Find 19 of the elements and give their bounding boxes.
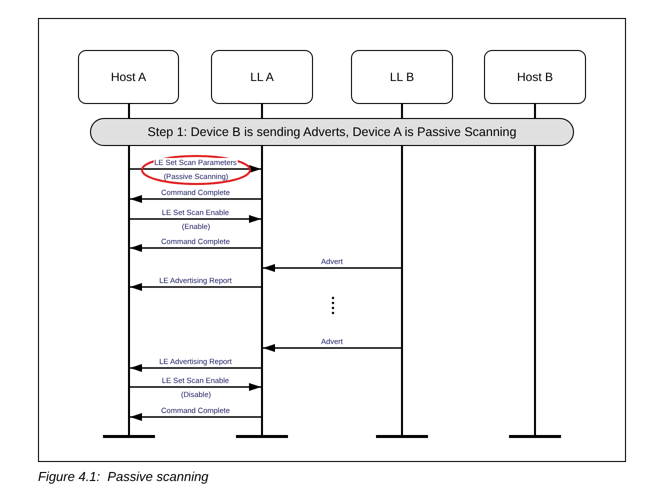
figure-caption: Figure 4.1: Passive scanning bbox=[38, 469, 209, 484]
message-arrow bbox=[130, 215, 261, 223]
message-arrow bbox=[263, 264, 401, 272]
participant-box: LL A bbox=[211, 50, 313, 104]
participant-box: LL B bbox=[351, 50, 453, 104]
message-arrow bbox=[130, 364, 261, 372]
message-arrow bbox=[263, 344, 401, 352]
lifeline bbox=[534, 104, 536, 436]
message-arrow bbox=[130, 283, 261, 291]
message-arrow bbox=[130, 383, 261, 391]
message-arrow bbox=[130, 195, 261, 203]
lifeline bbox=[261, 104, 263, 436]
participant-box: Host A bbox=[78, 50, 179, 104]
message-arrow bbox=[130, 244, 261, 252]
message-arrow bbox=[130, 413, 261, 421]
lifeline bbox=[401, 104, 403, 436]
participant-box: Host B bbox=[484, 50, 586, 104]
lifeline bbox=[128, 104, 130, 436]
step-banner: Step 1: Device B is sending Adverts, Device A is Passive Scanning bbox=[90, 118, 574, 146]
